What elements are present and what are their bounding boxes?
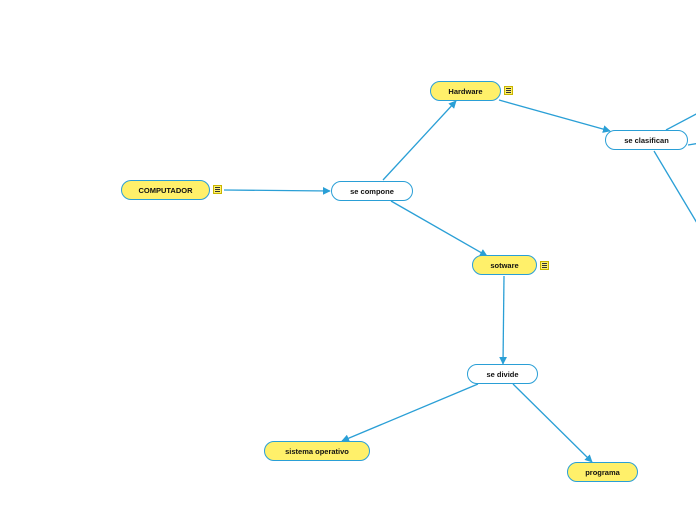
edge-se-divide-programa bbox=[512, 383, 593, 463]
node-se-divide[interactable]: se divide bbox=[467, 364, 538, 384]
node-sotware[interactable]: sotware bbox=[472, 255, 537, 275]
edge-se-clasifican-offpage-1 bbox=[665, 113, 696, 131]
note-lines-icon[interactable] bbox=[540, 261, 549, 270]
note-lines-icon[interactable] bbox=[504, 86, 513, 95]
edge-se-divide-sistema-operativo bbox=[341, 383, 479, 442]
node-programa[interactable]: programa bbox=[567, 462, 638, 482]
node-sistema-operativo[interactable]: sistema operativo bbox=[264, 441, 370, 461]
node-hardware[interactable]: Hardware bbox=[430, 81, 501, 101]
edge-se-compone-sotware bbox=[390, 200, 488, 257]
edge-se-clasifican-offpage-3 bbox=[653, 150, 696, 223]
edge-hardware-se-clasifican bbox=[498, 99, 611, 133]
edge-sotware-se-divide bbox=[499, 275, 507, 365]
edge-se-compone-hardware bbox=[382, 100, 457, 181]
node-computador[interactable]: COMPUTADOR bbox=[121, 180, 210, 200]
edge-se-clasifican-offpage-2 bbox=[687, 143, 696, 146]
edge-computador-se-compone bbox=[223, 187, 331, 195]
node-se-compone[interactable]: se compone bbox=[331, 181, 413, 201]
node-se-clasifican[interactable]: se clasifican bbox=[605, 130, 688, 150]
note-lines-icon[interactable] bbox=[213, 185, 222, 194]
